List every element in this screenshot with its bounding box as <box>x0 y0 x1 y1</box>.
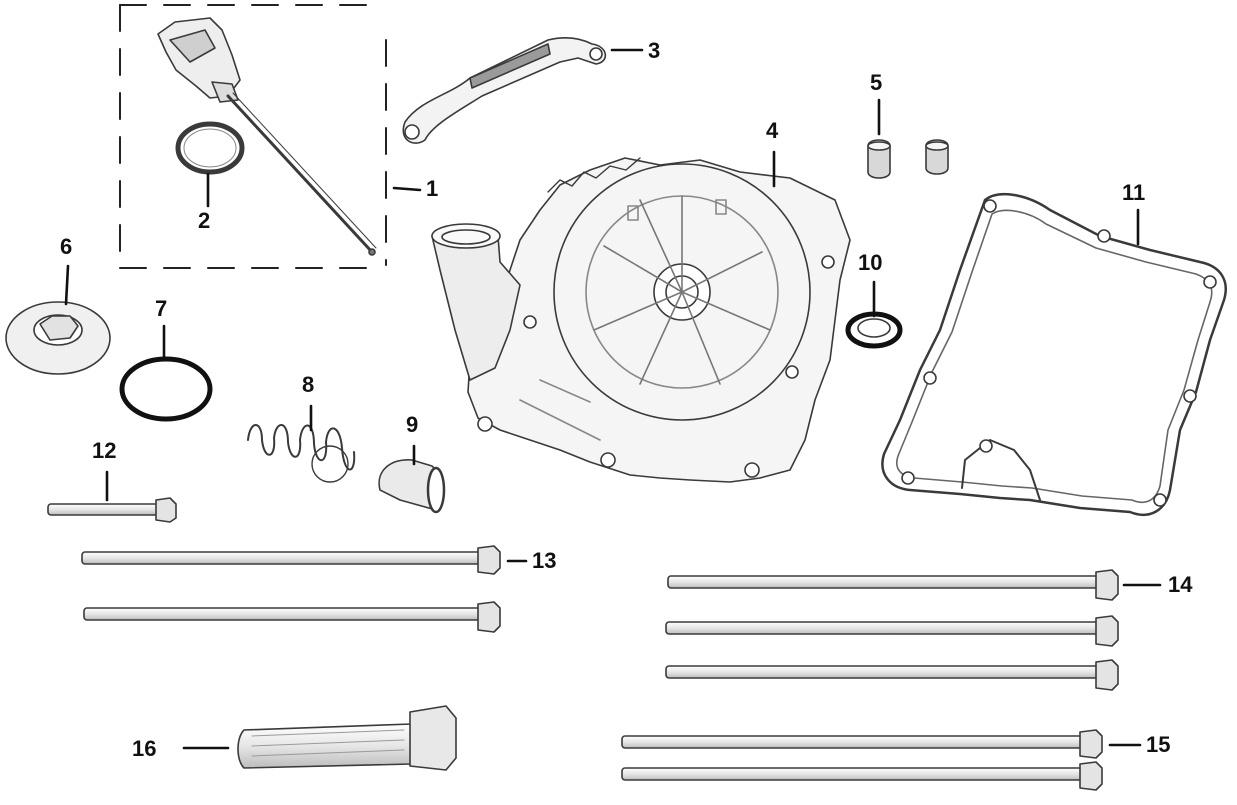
o-ring-large <box>119 356 213 422</box>
callout-9: 9 <box>406 412 419 437</box>
stud-bolt <box>237 705 457 771</box>
filter-cap <box>5 301 111 375</box>
callout-15: 15 <box>1146 732 1171 757</box>
callout-4: 4 <box>766 118 779 143</box>
crankcase-cover <box>431 157 851 483</box>
callout-5: 5 <box>870 70 883 95</box>
dipstick <box>157 17 377 256</box>
bolts-13 <box>81 545 501 633</box>
spring <box>247 424 356 483</box>
callout-13: 13 <box>532 548 557 573</box>
callout-10: 10 <box>858 250 883 275</box>
callout-16: 16 <box>132 736 157 761</box>
callout-3: 3 <box>648 38 661 63</box>
callout-11: 11 <box>1122 180 1146 205</box>
callout-12: 12 <box>92 438 117 463</box>
callout-2: 2 <box>198 208 211 233</box>
bolt-short <box>47 497 177 523</box>
filter-cup <box>378 459 446 514</box>
oil-seal <box>845 311 903 349</box>
callout-8: 8 <box>302 372 315 397</box>
gasket <box>881 192 1227 516</box>
o-ring-small <box>175 121 245 175</box>
callout-6: 6 <box>60 234 73 259</box>
dipstick-kit-box <box>119 4 387 269</box>
dowel-pins <box>867 139 949 179</box>
callout-14: 14 <box>1168 572 1193 597</box>
callout-1: 1 <box>426 176 439 201</box>
bolts-14 <box>665 569 1119 691</box>
strap-bracket <box>402 37 607 144</box>
callout-7: 7 <box>155 296 168 321</box>
bolts-15 <box>621 729 1103 791</box>
leader-lines <box>64 48 1162 750</box>
